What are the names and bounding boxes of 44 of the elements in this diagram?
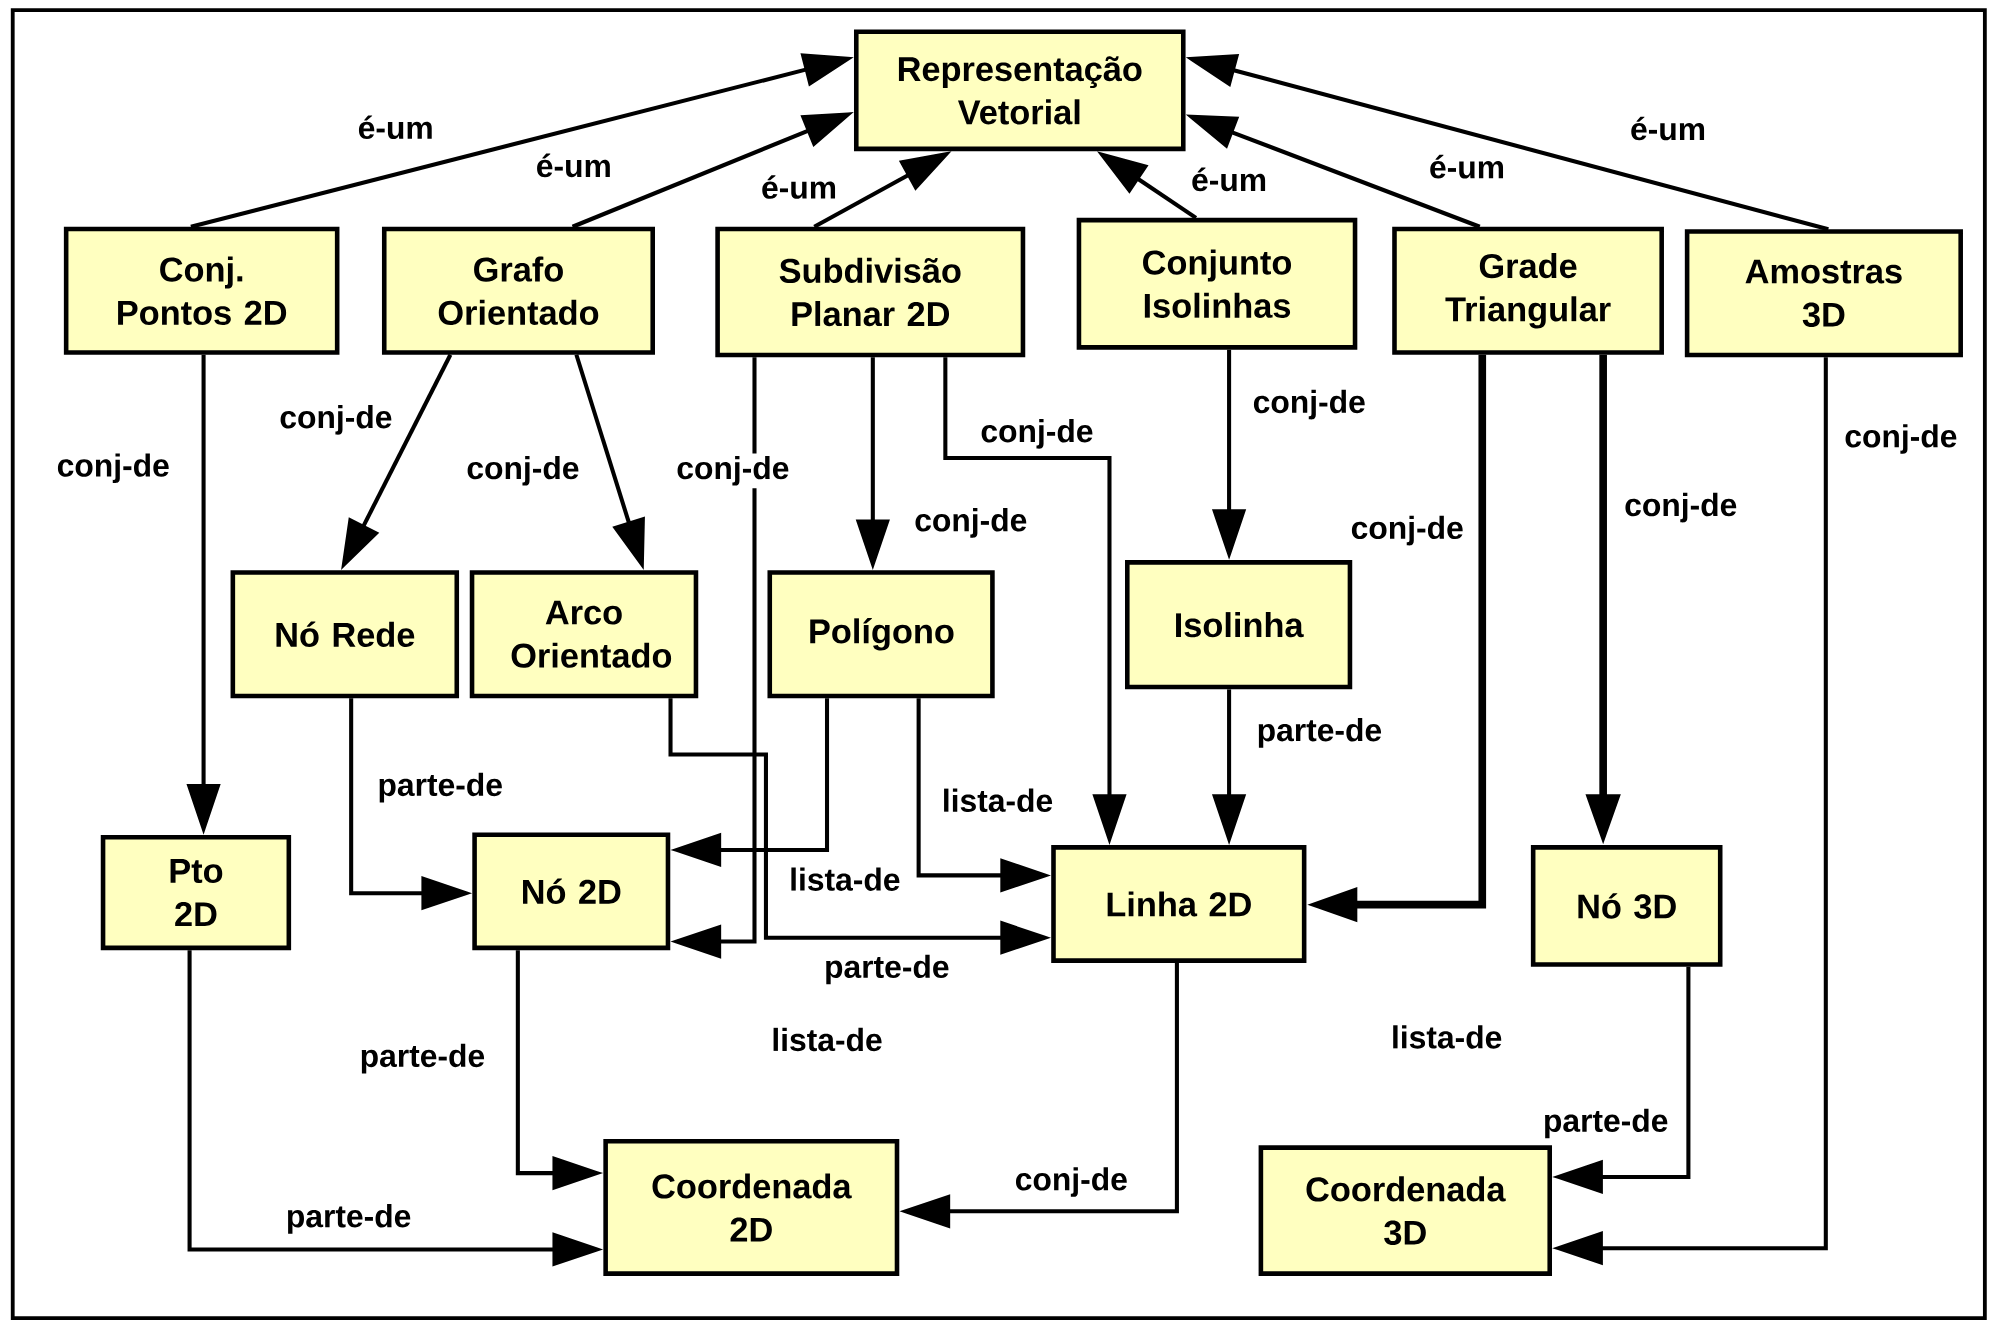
class-box: Conj. Pontos 2D bbox=[63, 226, 340, 355]
class-box: Grafo Orientado bbox=[381, 226, 655, 355]
relation-label: lista-de bbox=[1393, 1025, 1502, 1049]
class-box: Conjunto Isolinhas bbox=[1076, 217, 1358, 350]
edge-label: conj-de bbox=[673, 453, 792, 488]
edge-label: é-um bbox=[1426, 152, 1508, 181]
edge-label: lista-de bbox=[939, 785, 1056, 815]
class-box: Coordenada 3D bbox=[1258, 1145, 1552, 1276]
class-box: Coordenada 2D bbox=[603, 1138, 900, 1276]
edge-label: conj-de bbox=[54, 450, 173, 486]
edge-label: conj-de bbox=[977, 416, 1097, 451]
edge-label: parte-de bbox=[1540, 1105, 1671, 1141]
edge-label: é-um bbox=[533, 150, 615, 180]
edge-label: lista-de bbox=[786, 864, 904, 894]
edge-label: é-um bbox=[1627, 113, 1709, 143]
edge-label: parte-de bbox=[821, 951, 953, 987]
class-box: Isolinha bbox=[1125, 559, 1353, 690]
edge-label: é-um bbox=[355, 112, 437, 142]
edge-label: é-um bbox=[758, 172, 840, 202]
class-box: Subdivisão Planar 2D bbox=[715, 226, 1026, 358]
class-box: Linha 2D bbox=[1051, 844, 1307, 963]
class-box: Nó 3D bbox=[1530, 844, 1723, 967]
class-box: Polígono bbox=[767, 570, 995, 699]
edge-label: é-um bbox=[1188, 164, 1270, 194]
class-box: Nó 2D bbox=[472, 832, 671, 950]
edge-label: conj-de bbox=[1621, 490, 1740, 525]
class-box: Representação Vetorial bbox=[854, 29, 1186, 151]
edge-label: conj-de bbox=[1250, 387, 1369, 422]
class-box: Arco Orientado bbox=[469, 570, 699, 699]
edge-label: conj-de bbox=[1348, 512, 1467, 548]
relation-label: lista-de bbox=[773, 1027, 882, 1051]
edge-label: conj-de bbox=[1012, 1164, 1131, 1200]
edge-label: parte-de bbox=[357, 1041, 488, 1076]
class-box: Nó Rede bbox=[230, 570, 460, 699]
class-box: Pto 2D bbox=[100, 834, 292, 950]
class-box: Grade Triangular bbox=[1392, 226, 1664, 355]
edge-label: parte-de bbox=[374, 769, 506, 805]
edge-label: parte-de bbox=[1254, 715, 1385, 750]
edge-label: conj-de bbox=[276, 402, 395, 437]
edge-label: conj-de bbox=[463, 453, 583, 488]
edge-label: conj-de bbox=[1841, 421, 1960, 457]
class-box: Amostras 3D bbox=[1684, 229, 1963, 358]
edge-label: conj-de bbox=[911, 505, 1030, 541]
edge-label: parte-de bbox=[283, 1201, 414, 1237]
